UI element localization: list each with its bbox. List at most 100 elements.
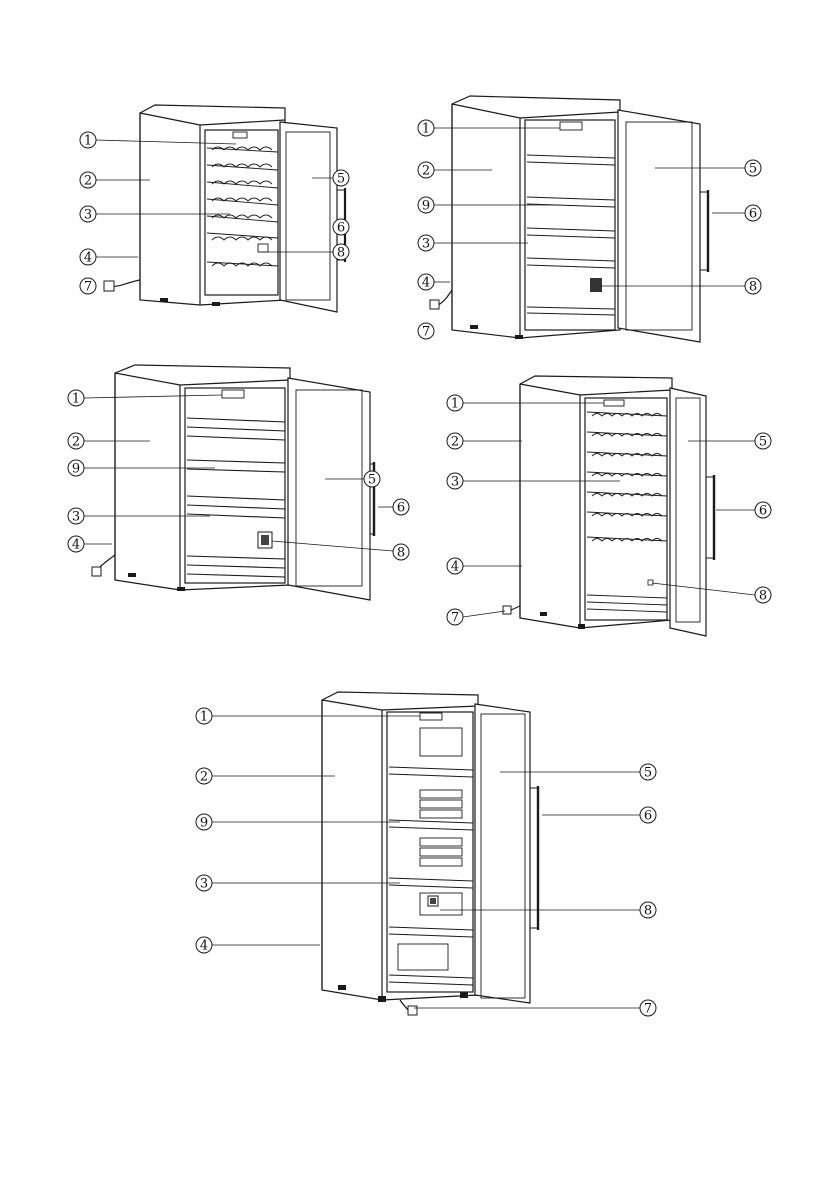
callout-9-c: 9 bbox=[68, 460, 84, 477]
svg-text:4: 4 bbox=[200, 939, 208, 954]
fridge-e bbox=[322, 692, 538, 1015]
svg-text:3: 3 bbox=[422, 237, 430, 252]
svg-text:2: 2 bbox=[72, 435, 80, 450]
svg-text:8: 8 bbox=[644, 904, 652, 919]
svg-text:8: 8 bbox=[397, 546, 405, 561]
svg-text:4: 4 bbox=[422, 276, 430, 291]
callout-7-b: 7 bbox=[418, 323, 434, 340]
callout-4-b: 4 bbox=[418, 274, 434, 291]
callout-1-c: 1 bbox=[68, 390, 84, 407]
svg-text:7: 7 bbox=[84, 280, 92, 295]
callout-8-d: 8 bbox=[755, 587, 771, 604]
fridge-c-door bbox=[288, 378, 370, 600]
fridge-d-door bbox=[670, 388, 706, 636]
svg-text:4: 4 bbox=[72, 538, 80, 553]
svg-text:6: 6 bbox=[337, 221, 345, 236]
callout-5-a: 5 bbox=[333, 170, 349, 187]
callout-8-a: 8 bbox=[333, 244, 349, 261]
fridge-b-light-box bbox=[590, 278, 602, 292]
callout-1-d: 1 bbox=[447, 395, 463, 412]
svg-text:2: 2 bbox=[422, 164, 430, 179]
svg-text:1: 1 bbox=[200, 710, 208, 725]
callout-4-c: 4 bbox=[68, 536, 84, 553]
svg-text:3: 3 bbox=[72, 510, 80, 525]
svg-text:6: 6 bbox=[749, 207, 757, 222]
callout-4-a: 4 bbox=[80, 249, 96, 266]
callout-3-d: 3 bbox=[447, 473, 463, 490]
fridge-a-control-panel bbox=[233, 132, 247, 138]
svg-text:8: 8 bbox=[759, 589, 767, 604]
callout-3-c: 3 bbox=[68, 508, 84, 525]
svg-text:9: 9 bbox=[200, 816, 208, 831]
fridge-a-door bbox=[280, 122, 337, 312]
svg-text:5: 5 bbox=[644, 766, 652, 781]
fridge-b-plug-icon bbox=[430, 300, 439, 309]
callout-6-d: 6 bbox=[755, 502, 771, 519]
callout-1-e: 1 bbox=[196, 708, 212, 725]
callout-8-b: 8 bbox=[745, 278, 761, 295]
callout-2-a: 2 bbox=[80, 172, 96, 189]
callout-9-b: 9 bbox=[418, 197, 434, 214]
svg-text:5: 5 bbox=[749, 162, 757, 177]
svg-text:7: 7 bbox=[644, 1002, 652, 1017]
svg-text:7: 7 bbox=[451, 611, 459, 626]
callout-2-b: 2 bbox=[418, 162, 434, 179]
svg-text:5: 5 bbox=[337, 172, 345, 187]
callout-6-b: 6 bbox=[745, 205, 761, 222]
callout-2-d: 2 bbox=[447, 433, 463, 450]
callout-7-a: 7 bbox=[80, 278, 96, 295]
callout-8-e: 8 bbox=[640, 902, 656, 919]
svg-text:1: 1 bbox=[422, 122, 430, 137]
svg-text:3: 3 bbox=[451, 475, 459, 490]
svg-text:3: 3 bbox=[200, 877, 208, 892]
svg-text:8: 8 bbox=[337, 246, 345, 261]
callout-7-d: 7 bbox=[447, 609, 463, 626]
callout-4-e: 4 bbox=[196, 937, 212, 954]
fridge-a-light-box bbox=[258, 244, 268, 252]
svg-text:6: 6 bbox=[759, 504, 767, 519]
callout-5-b: 5 bbox=[745, 160, 761, 177]
svg-text:1: 1 bbox=[84, 134, 92, 149]
svg-text:4: 4 bbox=[84, 251, 92, 266]
callout-9-e: 9 bbox=[196, 814, 212, 831]
svg-text:9: 9 bbox=[72, 462, 80, 477]
callout-5-d: 5 bbox=[755, 433, 771, 450]
fridge-b bbox=[430, 96, 708, 342]
svg-text:4: 4 bbox=[451, 560, 459, 575]
fridge-e-door bbox=[475, 704, 530, 1003]
fridge-a-plug-icon bbox=[104, 281, 114, 291]
fridge-b-power-cord bbox=[438, 290, 452, 305]
svg-text:1: 1 bbox=[451, 397, 459, 412]
fridge-d bbox=[503, 376, 714, 636]
callout-6-c: 6 bbox=[393, 499, 409, 516]
callout-5-c: 5 bbox=[364, 471, 380, 488]
callout-3-b: 3 bbox=[418, 235, 434, 252]
fridge-c bbox=[92, 365, 374, 600]
callout-2-e: 2 bbox=[196, 768, 212, 785]
svg-text:5: 5 bbox=[759, 435, 767, 450]
svg-text:3: 3 bbox=[84, 208, 92, 223]
callout-3-e: 3 bbox=[196, 875, 212, 892]
callout-3-a: 3 bbox=[80, 206, 96, 223]
callout-6-e: 6 bbox=[640, 807, 656, 824]
callout-5-e: 5 bbox=[640, 764, 656, 781]
callout-6-a: 6 bbox=[333, 219, 349, 236]
svg-text:2: 2 bbox=[200, 770, 208, 785]
fridge-a bbox=[104, 105, 345, 312]
callout-7-e: 7 bbox=[640, 1000, 656, 1017]
fridge-a-body bbox=[140, 105, 285, 305]
svg-text:2: 2 bbox=[84, 174, 92, 189]
svg-text:6: 6 bbox=[644, 809, 652, 824]
svg-text:8: 8 bbox=[749, 280, 757, 295]
callout-1-b: 1 bbox=[418, 120, 434, 137]
svg-text:1: 1 bbox=[72, 392, 80, 407]
callout-2-c: 2 bbox=[68, 433, 84, 450]
callout-1-a: 1 bbox=[80, 132, 96, 149]
svg-text:2: 2 bbox=[451, 435, 459, 450]
callout-4-d: 4 bbox=[447, 558, 463, 575]
svg-text:9: 9 bbox=[422, 199, 430, 214]
callout-8-c: 8 bbox=[393, 544, 409, 561]
fridge-b-control-panel bbox=[560, 122, 582, 130]
svg-text:5: 5 bbox=[368, 473, 376, 488]
